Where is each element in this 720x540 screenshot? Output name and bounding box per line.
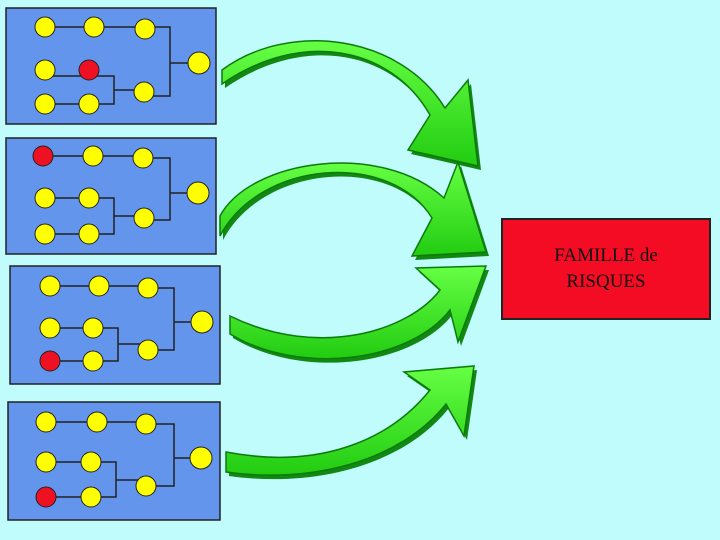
- node-default: [78, 93, 100, 115]
- panel-4: [7, 401, 221, 521]
- node-output: [190, 310, 214, 334]
- node-risk: [78, 59, 100, 81]
- panel-1: [5, 7, 217, 125]
- node-default: [34, 59, 56, 81]
- node-default: [88, 275, 110, 297]
- node-output: [186, 181, 210, 205]
- node-default: [80, 451, 102, 473]
- node-default: [35, 451, 57, 473]
- node-default: [34, 16, 56, 38]
- node-default: [78, 187, 100, 209]
- node-default: [39, 275, 61, 297]
- node-default: [34, 223, 56, 245]
- node-risk: [39, 350, 61, 372]
- node-default: [86, 411, 108, 433]
- arrow-2: [219, 159, 489, 260]
- arrow-3: [229, 265, 489, 363]
- panel-3: [9, 265, 221, 385]
- node-default: [137, 339, 159, 361]
- node-default: [83, 16, 105, 38]
- risk-family-label-line2: RISQUES: [566, 271, 646, 292]
- node-default: [80, 486, 102, 508]
- node-default: [34, 93, 56, 115]
- node-default: [133, 81, 155, 103]
- node-default: [78, 223, 100, 245]
- node-default: [82, 145, 104, 167]
- arrow-1: [221, 40, 481, 170]
- node-default: [135, 413, 157, 435]
- arrow-4: [225, 365, 477, 480]
- node-default: [82, 350, 104, 372]
- node-default: [134, 18, 156, 40]
- node-default: [39, 317, 61, 339]
- node-default: [82, 317, 104, 339]
- node-default: [133, 207, 155, 229]
- node-default: [137, 277, 159, 299]
- panel-2: [5, 137, 217, 255]
- risk-family-box: FAMILLE de RISQUES: [501, 218, 711, 320]
- node-output: [189, 446, 213, 470]
- node-default: [35, 411, 57, 433]
- node-default: [132, 147, 154, 169]
- risk-family-label-line1: FAMILLE de: [554, 245, 658, 266]
- node-risk: [32, 145, 54, 167]
- node-default: [34, 187, 56, 209]
- node-output: [187, 51, 211, 75]
- node-default: [135, 475, 157, 497]
- node-risk: [35, 486, 57, 508]
